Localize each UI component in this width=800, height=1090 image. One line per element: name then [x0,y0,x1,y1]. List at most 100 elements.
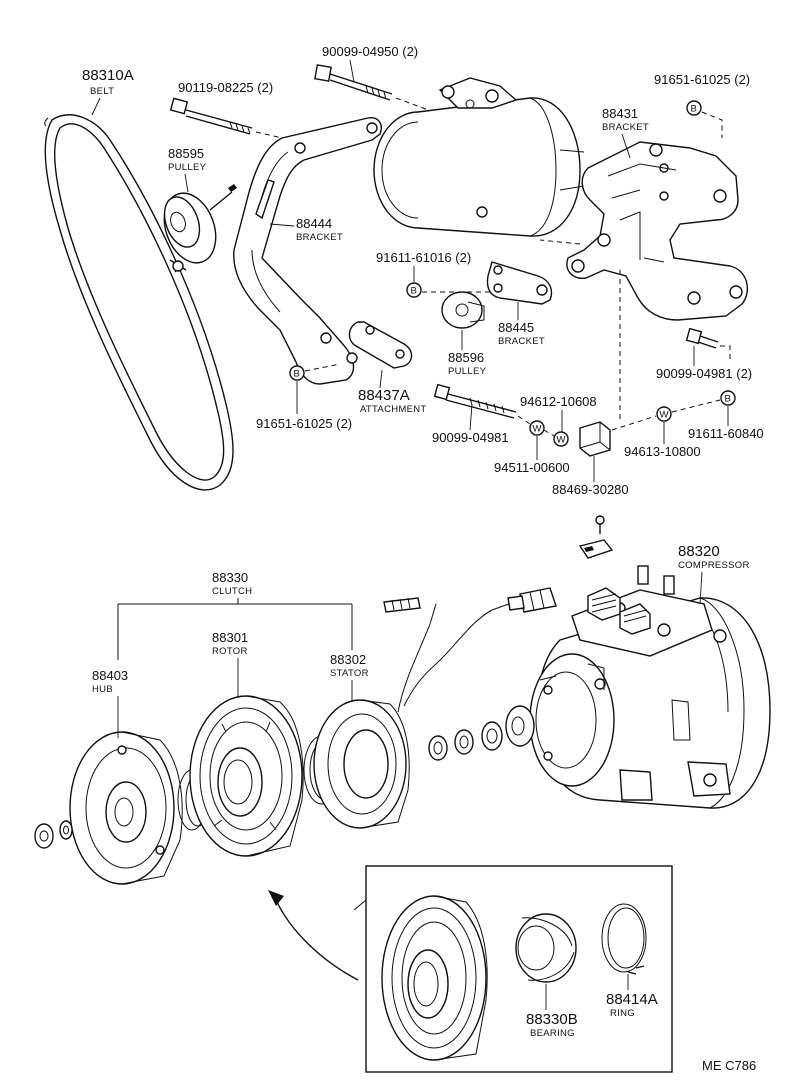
attachment-label: 88437A ATTACHMENT [358,369,427,415]
hub-label: 88403 HUB [92,668,128,738]
stator-part-name: STATOR [330,668,369,679]
ring-label: 88414A RING [606,974,658,1019]
hub-nut-drawing [34,820,73,849]
nut-91651-top-part-number: 91651-61025 (2) [654,72,750,87]
rotor-part-number: 88301 [212,630,248,645]
belt-part-number: 88310A [82,67,134,84]
washer-94613-drawing: W [656,406,672,422]
washer-94612-part-number: 94612-10608 [520,394,597,409]
idler-pulley-part-number: 88595 [168,146,204,161]
nut-top-symbol: B [691,104,698,115]
bolt-90099-04981-2-part-number: 90099-04981 (2) [656,366,752,381]
nut-91651-top-drawing: B [686,100,723,138]
clutch-part-name: CLUTCH [212,586,252,597]
small-pulley-label: 88596 PULLEY [448,330,487,377]
mounting-dashed-line-2 [517,415,555,437]
nut-91611-61016-drawing: B [406,282,422,298]
washer-c-symbol: W [660,410,669,421]
compressor-part-name: COMPRESSOR [678,560,750,571]
nut-right-symbol: B [725,394,732,405]
nut-91651-low-drawing: B [289,363,341,381]
compressor-clip-drawing [578,515,614,559]
hub-part-number: 88403 [92,668,128,683]
nut-91611-60840-drawing: B [720,390,736,406]
stator-wire-drawing [383,587,557,713]
nut-91611-61016-part-number: 91611-61016 (2) [376,250,471,265]
stator-drawing [313,699,410,829]
nut-91651-low-label: 91651-61025 (2) [256,381,352,431]
stator-label: 88302 STATOR [330,652,369,702]
attachment-part-number: 88437A [358,387,410,404]
front-bracket-label: 88444 BRACKET [269,216,343,243]
idler-pulley-drawing [163,184,237,273]
washer-94612-drawing: W [553,431,569,447]
upper-compressor-drawing [373,77,585,237]
bolt-90119-drawing [169,97,301,143]
bolt-90099-04950-label: 90099-04950 (2) [322,44,418,83]
front-bracket-part-number: 88444 [296,216,332,231]
bolt-90119-label: 90119-08225 (2) [178,80,273,95]
small-pulley-drawing [441,291,485,329]
bolt-90119-part-number: 90119-08225 (2) [178,80,273,95]
main-bracket-part-number: 88431 [602,106,638,121]
bolt-90099-04981-label: 90099-04981 [432,403,509,445]
block-88469-drawing [579,421,611,457]
bolt-90099-04981-2-drawing [685,327,731,360]
washer-b-symbol: W [533,424,542,435]
front-bracket-part-name: BRACKET [296,232,343,243]
nut-91651-top-label: 91651-61025 (2) [654,72,750,87]
small-bracket-part-number: 88445 [498,320,534,335]
bolt-90099-04981-part-number: 90099-04981 [432,430,509,445]
belt-drawing [44,114,234,491]
diagram-reference-code: ME C786 [702,1058,756,1073]
compressor-drawing [505,565,771,809]
nut-91651-low-part-number: 91651-61025 (2) [256,416,352,431]
rotor-detail-inset [268,865,673,1073]
belt-label: 88310A BELT [82,67,134,116]
bolt-90099-04950-part-number: 90099-04950 (2) [322,44,418,59]
rotor-label: 88301 ROTOR [212,630,248,698]
main-bracket-drawing [539,141,749,420]
compressor-part-number: 88320 [678,543,720,560]
hub-drawing [69,731,183,885]
main-bracket-part-name: BRACKET [602,122,649,133]
main-bracket-label: 88431 BRACKET [602,106,649,159]
nut-mid-symbol: B [411,286,418,297]
small-pulley-part-number: 88596 [448,350,484,365]
small-bracket-drawing [486,261,553,305]
front-bracket-drawing [233,117,382,385]
idler-pulley-part-name: PULLEY [168,162,207,173]
nut-91611-60840-part-number: 91611-60840 [688,426,764,441]
compressor-label: 88320 COMPRESSOR [678,543,750,605]
block-88469-part-number: 88469-30280 [552,482,629,497]
washer-a-symbol: W [557,435,566,446]
washer-94613-part-number: 94613-10800 [624,444,701,459]
nut-91611-61016-label: 91611-61016 (2) [376,250,490,293]
ring-part-name: RING [610,1008,635,1019]
belt-part-name: BELT [90,86,114,97]
small-bracket-label: 88445 BRACKET [498,302,545,347]
idler-pulley-label: 88595 PULLEY [168,146,207,193]
bearing-part-name: BEARING [530,1028,575,1039]
washer-94512-drawing: W [529,420,545,436]
attachment-part-name: ATTACHMENT [360,404,427,415]
rotor-drawing [189,695,304,857]
small-pulley-part-name: PULLEY [448,366,487,377]
bearing-label: 88330B BEARING [526,984,578,1039]
bolt-90099-04950-drawing [314,64,451,119]
washer-labels: 94612-10608 94511-00600 94613-10800 9161… [494,394,764,497]
hub-part-name: HUB [92,684,113,695]
compressor-shims-drawing [428,721,503,761]
washer-94511-part-number: 94511-00600 [494,460,570,475]
nut-low-symbol: B [294,369,301,380]
rotor-part-name: ROTOR [212,646,248,657]
bolt-90099-04981-2-label: 90099-04981 (2) [656,346,752,381]
stator-part-number: 88302 [330,652,366,667]
bearing-part-number: 88330B [526,1011,578,1028]
mounting-dashed-line [611,399,721,431]
bolt-90099-04981-drawing [433,383,517,419]
clutch-part-number: 88330 [212,570,248,585]
attachment-drawing [348,321,413,369]
ring-part-number: 88414A [606,991,658,1008]
